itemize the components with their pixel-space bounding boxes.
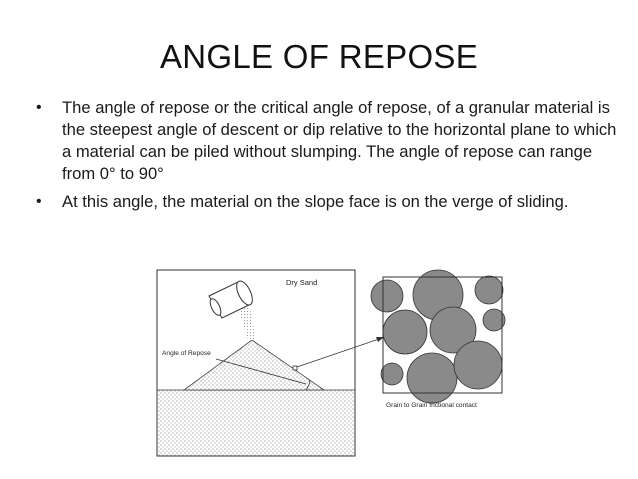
- slide-title: ANGLE OF REPOSE: [159, 38, 479, 75]
- bullet-item-2: • At this angle, the material on the slo…: [36, 191, 626, 213]
- angle-arc: [305, 379, 311, 391]
- arrow-icon: [296, 337, 384, 368]
- ground-layer: [157, 390, 355, 456]
- bullet-item-1: • The angle of repose or the critical an…: [36, 97, 626, 185]
- dry-sand-label: Dry Sand: [286, 278, 317, 287]
- sand-pile: [182, 339, 326, 391]
- grain-marker: [292, 365, 298, 371]
- grain-contact-label: Grain to Grain frictional contact: [386, 402, 477, 409]
- bucket-icon: [208, 280, 253, 319]
- grain-cluster: [370, 269, 506, 404]
- bullet-text-2: At this angle, the material on the slope…: [62, 192, 569, 211]
- figure-svg: Dry Sand Angle of Repose: [156, 269, 506, 457]
- bullet-dot-icon: •: [36, 99, 42, 116]
- bullet-dot-icon: •: [36, 193, 42, 210]
- angle-of-repose-label: Angle of Repose: [162, 350, 211, 357]
- angle-of-repose-figure: Dry Sand Angle of Repose: [156, 268, 506, 458]
- bullet-text-1: The angle of repose or the critical angl…: [62, 98, 617, 183]
- angle-pointer-line: [215, 358, 307, 385]
- bullet-list: • The angle of repose or the critical an…: [36, 97, 626, 219]
